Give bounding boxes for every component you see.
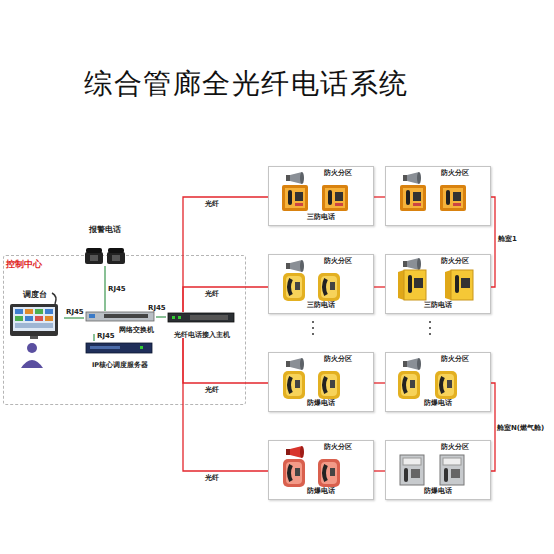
screen-tile	[25, 309, 33, 314]
connector	[156, 316, 166, 317]
edge-label: 光纤	[205, 201, 219, 208]
fire-zone-box: 防火分区防爆电话	[268, 352, 374, 412]
operator-body	[21, 360, 43, 368]
node-label: IP核心调度服务器	[84, 362, 156, 369]
connector	[183, 287, 268, 312]
ip-server	[86, 343, 152, 353]
node-label: 防火分区	[324, 444, 352, 451]
host-led	[178, 316, 181, 319]
monitor-stand	[30, 336, 38, 339]
connector	[491, 197, 495, 287]
edge-label: RJ45	[108, 286, 126, 293]
fire-zone-box: 防火分区防爆电话	[385, 440, 491, 500]
connector	[64, 317, 84, 318]
server-bay	[90, 346, 120, 349]
switch-ports	[104, 314, 148, 318]
fire-zone-box: 防火分区防爆电话	[385, 352, 491, 412]
ip-server-node: IP核心调度服务器	[84, 341, 156, 368]
node-label: 三防电话	[386, 302, 490, 309]
server-led	[140, 346, 143, 349]
node-label: 防火分区	[324, 170, 352, 177]
node-label: 防爆电话	[386, 488, 490, 495]
diagram-title: 综合管廊全光纤电话系统	[84, 70, 409, 98]
connector	[374, 382, 385, 383]
node-label: 防火分区	[324, 258, 352, 265]
node-label: 防火分区	[441, 356, 469, 363]
node-label: 控制中心	[6, 260, 42, 269]
edge-label: 光纤	[205, 387, 219, 394]
node-label: 网络交换机	[119, 327, 154, 334]
connector	[183, 338, 268, 471]
control-center-frame: 控制中心报警电话调度台网络交换机IP核心调度服务器光纤电话接入主机	[3, 255, 246, 405]
edge-label: RJ45	[66, 309, 84, 316]
edge-label: 舱室1	[498, 236, 517, 243]
edge-label: RJ45	[97, 333, 115, 340]
connector	[374, 470, 385, 471]
fire-zone-box: 防火分区三防电话	[268, 254, 374, 314]
dispatch-console: 调度台	[6, 291, 64, 371]
desk-phone	[107, 248, 125, 264]
connector	[93, 334, 94, 341]
node-label: 报警电话	[78, 226, 132, 234]
connector	[183, 197, 268, 312]
screen-tile	[15, 309, 23, 314]
edge-label: 光纤	[205, 291, 219, 298]
host-ports	[190, 315, 228, 320]
node-label: 调度台	[6, 291, 64, 299]
fire-zone-box: 防火分区三防电话	[385, 254, 491, 314]
screen-tile	[45, 309, 53, 314]
host-led	[172, 316, 175, 319]
node-label: 防爆电话	[386, 400, 490, 407]
node-label: 防火分区	[441, 170, 469, 177]
fire-zone-box: 防火分区三防电话	[268, 166, 374, 226]
ellipsis-dot	[429, 321, 431, 323]
node-label: 三防电话	[269, 302, 373, 309]
node-label: 防爆电话	[269, 400, 373, 407]
operator-head	[27, 343, 37, 353]
ellipsis-dot	[429, 333, 431, 335]
network-switch-node: 网络交换机	[84, 311, 156, 334]
connector	[374, 286, 385, 287]
ellipsis-dot	[312, 327, 314, 329]
edge-label: 光纤	[205, 475, 219, 482]
edge-label: RJ45	[148, 305, 166, 312]
node-label: 防火分区	[441, 258, 469, 265]
switch-badge	[89, 314, 95, 318]
screen-bar	[15, 323, 53, 328]
desk-phone	[85, 248, 103, 264]
node-label: 防火分区	[324, 356, 352, 363]
gooseneck-mic	[52, 293, 56, 304]
connector	[374, 196, 385, 197]
console-monitor	[10, 304, 58, 336]
screen-tile	[25, 316, 33, 321]
node-label: 防爆电话	[269, 488, 373, 495]
fiber-host	[168, 313, 234, 322]
screen-tile	[45, 316, 53, 321]
node-label: 光纤电话接入主机	[166, 332, 238, 339]
ellipsis-dot	[312, 333, 314, 335]
network-switch	[86, 312, 154, 321]
connector	[104, 266, 105, 311]
screen-tile	[35, 309, 43, 314]
console-screen	[13, 307, 55, 331]
fire-zone-box: 防火分区防爆电话	[268, 440, 374, 500]
fire-zone-box: 防火分区	[385, 166, 491, 226]
edge-label: 舱室N(燃气舱)	[497, 425, 544, 432]
fiber-host-node: 光纤电话接入主机	[166, 312, 238, 338]
connector	[183, 338, 268, 383]
alarm-phone-group: 报警电话	[78, 226, 132, 266]
connector	[491, 383, 495, 471]
screen-tile	[35, 316, 43, 321]
node-label: 防火分区	[441, 444, 469, 451]
screen-tile	[15, 316, 23, 321]
node-label: 三防电话	[269, 214, 373, 221]
ellipsis-dot	[429, 327, 431, 329]
ellipsis-dot	[312, 321, 314, 323]
